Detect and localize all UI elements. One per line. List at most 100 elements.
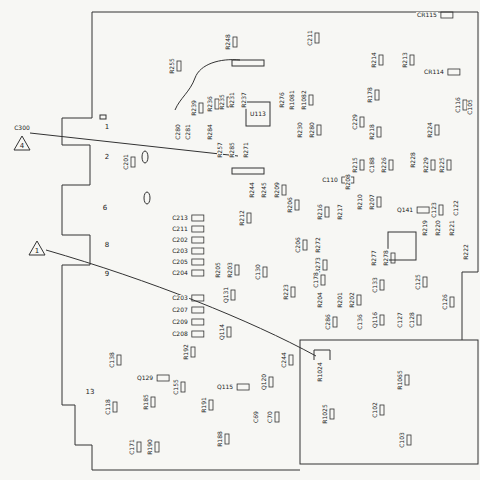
reference-designator: R209 (274, 181, 280, 199)
reference-designator: C209 (171, 319, 189, 325)
component-pad (448, 69, 460, 75)
margin-number: 1 (104, 124, 110, 131)
reference-designator: C136 (357, 313, 363, 331)
component-pad (192, 259, 204, 265)
reference-designator: C130 (255, 263, 261, 281)
component-pad (377, 197, 381, 207)
reference-designator: R216 (317, 203, 323, 221)
component-pad (151, 397, 155, 407)
callout-triangle (29, 241, 45, 255)
component-pad (192, 248, 204, 254)
component-pad (209, 400, 213, 410)
component-pad (289, 355, 293, 365)
reference-designator: R225 (439, 156, 445, 174)
reference-designator: R248 (225, 33, 231, 51)
reference-designator: R255 (169, 57, 175, 75)
reference-designator: R285 (229, 141, 235, 159)
reference-designator: R190 (147, 438, 153, 456)
component-pad (227, 327, 231, 337)
margin-number: 9 (104, 271, 110, 278)
margin-number: 2 (104, 154, 110, 161)
callout-number: 4 (19, 143, 25, 150)
component-pad (177, 61, 181, 71)
component-pad (275, 412, 279, 422)
component-pad (439, 205, 443, 215)
margin-number: 8 (104, 242, 110, 249)
component-pad (377, 127, 381, 137)
component-pad (321, 275, 325, 285)
reference-designator: C103 (399, 431, 405, 449)
reference-designator: C229 (352, 113, 358, 131)
reference-designator: R1025 (322, 403, 328, 424)
component-pad (389, 160, 393, 170)
component-pad (192, 307, 204, 313)
reference-designator: C286 (325, 313, 331, 331)
component-pad (431, 160, 435, 170)
component-pad (157, 375, 169, 381)
reference-designator: R204 (317, 291, 323, 309)
reference-designator: R191 (201, 396, 207, 414)
reference-designator: R236 (207, 95, 213, 113)
reference-designator: Q115 (216, 384, 234, 390)
component-pad (360, 117, 364, 127)
hole (144, 192, 150, 204)
reference-designator: R185 (143, 393, 149, 411)
component-pad (380, 280, 384, 290)
reference-designator: R202 (349, 291, 355, 309)
reference-designator: Q114 (219, 323, 225, 341)
reference-designator: R228 (410, 151, 416, 169)
reference-designator: C122 (453, 199, 459, 217)
pad (232, 60, 264, 66)
reference-designator: C204 (171, 270, 189, 276)
reference-designator: C116 (455, 96, 461, 114)
component-pad (450, 297, 454, 307)
component-pad (247, 213, 251, 223)
reference-designator: R271 (243, 141, 249, 159)
reference-designator: C202 (171, 237, 189, 243)
component-pad (282, 185, 286, 195)
component-pad (410, 55, 414, 65)
reference-designator: C127 (397, 311, 403, 329)
reference-designator: C126 (442, 293, 448, 311)
reference-designator: R206 (287, 196, 293, 214)
ic-chip (388, 232, 416, 260)
reference-designator: C208 (171, 331, 189, 337)
reference-designator: C133 (372, 276, 378, 294)
hole (142, 151, 148, 163)
hook-mark (314, 350, 330, 360)
reference-designator: R1024 (317, 361, 323, 382)
reference-designator: R245 (261, 181, 267, 199)
reference-designator: CR115 (416, 12, 438, 18)
component-pad (199, 103, 203, 113)
reference-designator: R214 (371, 51, 377, 69)
pad (232, 168, 264, 174)
reference-designator: R188 (217, 430, 223, 448)
component-pad (233, 37, 237, 47)
reference-designator: R284 (207, 123, 213, 141)
component-pad (405, 375, 409, 385)
reference-designator: C201 (123, 153, 129, 171)
reference-designator: R201 (337, 291, 343, 309)
reference-designator: R222 (463, 243, 469, 261)
callout-number: 1 (34, 248, 40, 255)
component-pad (225, 434, 229, 444)
component-pad (309, 95, 313, 105)
reference-designator: C125 (415, 273, 421, 291)
component-pad (357, 295, 361, 305)
reference-designator: C123 (431, 201, 437, 219)
reference-designator: C280 (175, 123, 181, 141)
reference-designator: C211 (307, 29, 313, 47)
reference-designator: C281 (185, 123, 191, 141)
leader-line (46, 250, 316, 356)
reference-designator: C69 (253, 410, 259, 424)
reference-designator: R221 (449, 219, 455, 237)
component-pad (441, 12, 453, 18)
component-pad (379, 55, 383, 65)
reference-designator: R226 (381, 156, 387, 174)
shield-outline (300, 340, 478, 464)
reference-designator: R1065 (397, 369, 403, 390)
reference-designator: C203 (171, 248, 189, 254)
component-pad (113, 402, 117, 412)
reference-designator: C300 (13, 125, 31, 131)
